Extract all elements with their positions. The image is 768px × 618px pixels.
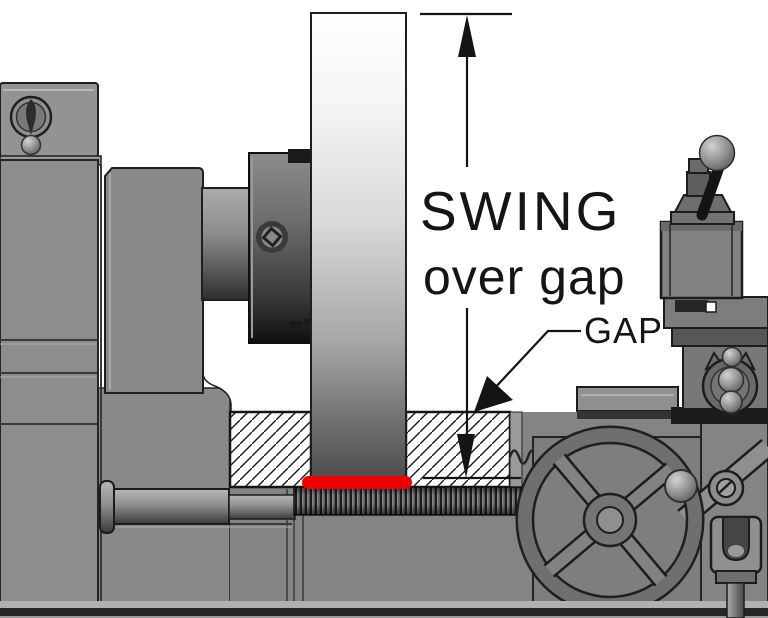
rim-inner-edge xyxy=(531,441,689,599)
spokes xyxy=(543,453,677,587)
gap-label: GAP xyxy=(584,310,664,351)
bed-way-edge xyxy=(509,411,523,488)
spindle xyxy=(201,187,250,301)
hub-bore xyxy=(596,506,624,534)
workpiece-swing-disc xyxy=(310,12,407,484)
floor-strips xyxy=(0,601,768,618)
leader-line xyxy=(491,329,581,392)
cross-feed-handle xyxy=(701,346,759,417)
saddle-shadow xyxy=(577,411,678,419)
chuck-key-socket xyxy=(256,221,288,253)
handle-ball-bottom xyxy=(719,390,743,414)
clevis-bracket xyxy=(709,515,763,584)
switch-lever-ball xyxy=(20,134,42,156)
feed-shafts xyxy=(99,449,562,534)
arrowhead-down xyxy=(457,434,475,478)
swing-label-line2: over gap xyxy=(423,249,626,305)
gap-contact-highlight xyxy=(302,476,412,489)
gap-section-hatch xyxy=(228,410,523,489)
chuck-detail-mark xyxy=(289,321,302,328)
toolpost-lever-arm xyxy=(696,161,725,221)
feed-rod-collar xyxy=(99,480,115,534)
switch-lever-blade xyxy=(26,99,36,135)
boss-screw-slot xyxy=(718,480,733,494)
compound-base-band xyxy=(671,326,768,347)
carriage-handwheel xyxy=(515,425,705,615)
clevis-collar xyxy=(715,570,757,584)
spindle-and-chuck xyxy=(201,149,312,344)
handle-ball-mid xyxy=(717,366,745,394)
power-switch xyxy=(9,95,53,156)
headstock-seam-lines xyxy=(0,165,102,610)
feed-rod xyxy=(111,488,230,525)
handle-ball-top xyxy=(721,346,743,368)
tool-bit xyxy=(705,301,717,313)
headstock-front-panel xyxy=(104,167,204,394)
tool-slot xyxy=(675,300,708,312)
gap-leader xyxy=(474,329,581,412)
cross-slide-shadow xyxy=(671,407,768,424)
swing-label-line1: SWING xyxy=(420,180,622,242)
headstock-left-slab xyxy=(0,159,99,613)
socket-square xyxy=(261,226,283,248)
arrowhead-up xyxy=(458,15,476,57)
clevis-rod xyxy=(726,582,745,618)
chuck-clamp xyxy=(288,149,310,163)
handwheel-knob xyxy=(664,469,698,503)
saddle-wing xyxy=(576,386,679,412)
gap-block-left xyxy=(228,410,313,489)
headstock xyxy=(0,82,312,613)
feed-rod-neck xyxy=(228,494,296,520)
toolpost-top-band xyxy=(661,222,742,231)
toolpost-body xyxy=(659,220,744,300)
swing-dimension xyxy=(420,12,521,480)
chuck-detail-mark2 xyxy=(304,319,311,326)
leader-arrowhead xyxy=(474,376,513,412)
gap-block-right xyxy=(404,410,512,489)
clevis-pin xyxy=(728,545,744,557)
toolpost-lever-ball xyxy=(698,134,736,172)
